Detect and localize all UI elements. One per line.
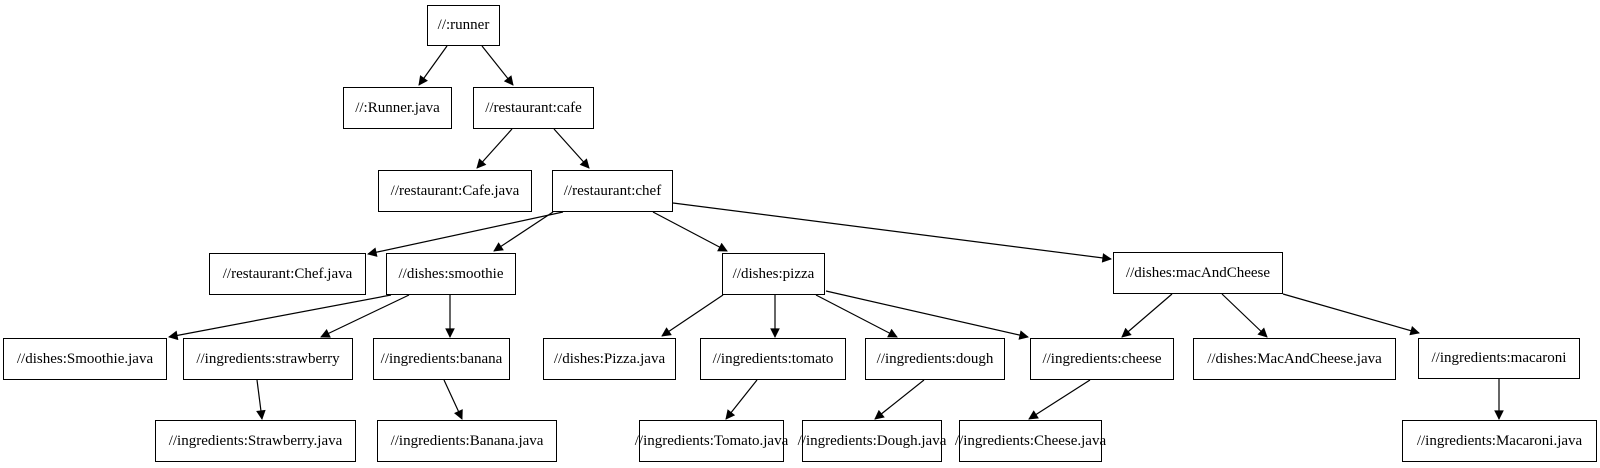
node-pizza: //dishes:pizza [722, 253, 825, 295]
node-strawberry: //ingredients:strawberry [183, 338, 353, 380]
node-strawberry-java: //ingredients:Strawberry.java [155, 420, 356, 462]
edge-chef-mac_and_cheese [672, 202, 1112, 263]
edge-pizza-pizza_java [661, 294, 724, 337]
edge-tomato-tomato_java [725, 379, 758, 420]
edge-chef-pizza [652, 211, 728, 252]
node-runner-java: //:Runner.java [343, 87, 452, 129]
node-dough-java: //ingredients:Dough.java [798, 420, 946, 462]
edge-runner-runner_java [418, 45, 448, 86]
edge-runner-cafe [481, 45, 514, 86]
edge-cafe-cafe_java [476, 128, 513, 169]
edge-pizza-cheese [825, 290, 1029, 340]
node-smoothie-java: //dishes:Smoothie.java [3, 338, 167, 380]
node-mac-and-cheese: //dishes:macAndCheese [1113, 252, 1283, 294]
node-cafe: //restaurant:cafe [473, 87, 594, 129]
node-chef-java: //restaurant:Chef.java [209, 253, 366, 295]
node-banana: //ingredients:banana [373, 338, 510, 380]
edge-cheese-cheese_java [1028, 379, 1091, 420]
node-banana-java: //ingredients:Banana.java [377, 420, 557, 462]
node-cheese: //ingredients:cheese [1030, 338, 1174, 380]
edge-pizza-dough [815, 294, 898, 338]
node-macaroni: //ingredients:macaroni [1418, 338, 1580, 379]
edge-cafe-chef [553, 128, 590, 169]
node-pizza-java: //dishes:Pizza.java [543, 338, 676, 380]
node-macaroni-java: //ingredients:Macaroni.java [1402, 420, 1597, 462]
edge-dough-dough_java [874, 379, 925, 420]
node-smoothie: //dishes:smoothie [386, 253, 516, 295]
edge-chef-chef_java [367, 211, 564, 257]
node-cafe-java: //restaurant:Cafe.java [378, 170, 532, 212]
edge-mac_and_cheese-macaroni [1282, 293, 1420, 336]
node-runner: //:runner [427, 5, 500, 46]
node-tomato-java: //ingredients:Tomato.java [635, 420, 788, 462]
edge-smoothie-strawberry [320, 294, 410, 338]
edge-smoothie-smoothie_java [168, 294, 392, 341]
node-dough: //ingredients:dough [865, 338, 1005, 380]
node-mac-and-cheese-java: //dishes:MacAndCheese.java [1193, 338, 1396, 380]
edge-banana-banana_java [443, 379, 463, 420]
node-cheese-java: //ingredients:Cheese.java [955, 420, 1106, 462]
node-tomato: //ingredients:tomato [700, 338, 846, 380]
edge-strawberry-strawberry_java [256, 379, 266, 420]
edge-mac_and_cheese-mac_and_cheese_java [1221, 293, 1268, 338]
edge-mac_and_cheese-cheese [1121, 293, 1173, 338]
node-chef: //restaurant:chef [552, 170, 673, 212]
edge-chef-smoothie [493, 211, 554, 252]
